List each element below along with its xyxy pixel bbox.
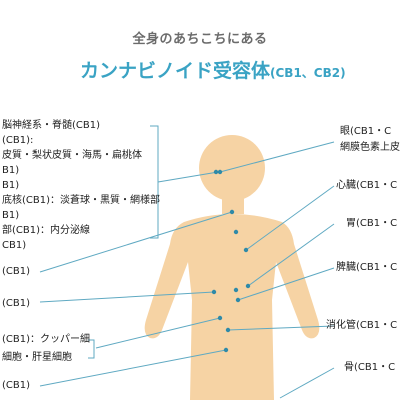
label-endocrine: 部(CB1)：内分泌線	[2, 225, 91, 236]
title-receptors: (CB1、CB2)	[270, 66, 346, 80]
subtitle: 全身のあちこちにある	[132, 32, 268, 47]
label-cortex: 皮質・梨状皮質・海馬・扁桃体	[2, 150, 142, 161]
label-left-9: (CB1)	[2, 266, 31, 277]
brain-bracket	[88, 125, 219, 359]
receptor-dots	[211, 169, 251, 353]
title-main: カンナビノイド受容体	[80, 60, 271, 82]
label-left-3: B1)	[2, 165, 20, 176]
label-left-13: (CB1)	[2, 380, 31, 391]
label-eye: 眼(CB1・C	[340, 126, 392, 137]
body-silhouette	[144, 135, 320, 400]
label-spleen: 脾臓(CB1・C	[336, 262, 398, 273]
label-digestive-tract: 消化管(CB1・C	[326, 320, 398, 331]
label-left-4: B1)	[2, 180, 20, 191]
leader-lines-left	[39, 211, 233, 387]
label-nervous-system: 脳神経系・脊髄(CB1)	[2, 120, 101, 131]
label-basal-ganglia: 底核(CB1)：淡蒼球・黒質・網様部	[2, 195, 161, 206]
label-liver-cells: 細胞・肝星細胞	[2, 352, 72, 363]
page-title: カンナビノイド受容体(CB1、CB2)	[80, 56, 400, 83]
label-left-1: (CB1):	[2, 135, 34, 146]
neck	[222, 196, 244, 214]
label-stomach: 胃(CB1・C	[346, 218, 398, 229]
leader-lines-right	[219, 141, 335, 399]
label-left-10: (CB1)	[2, 298, 31, 309]
label-left-8: CB1)	[2, 240, 27, 251]
label-retina: 網膜色素上皮	[340, 142, 400, 153]
label-heart: 心臓(CB1・C	[336, 180, 398, 191]
label-liver: (CB1)：クッパー細	[2, 334, 91, 345]
label-left-6: B1)	[2, 210, 20, 221]
head	[199, 135, 265, 201]
label-bone: 骨(CB1・C	[344, 362, 396, 373]
torso-and-arms	[144, 214, 320, 400]
